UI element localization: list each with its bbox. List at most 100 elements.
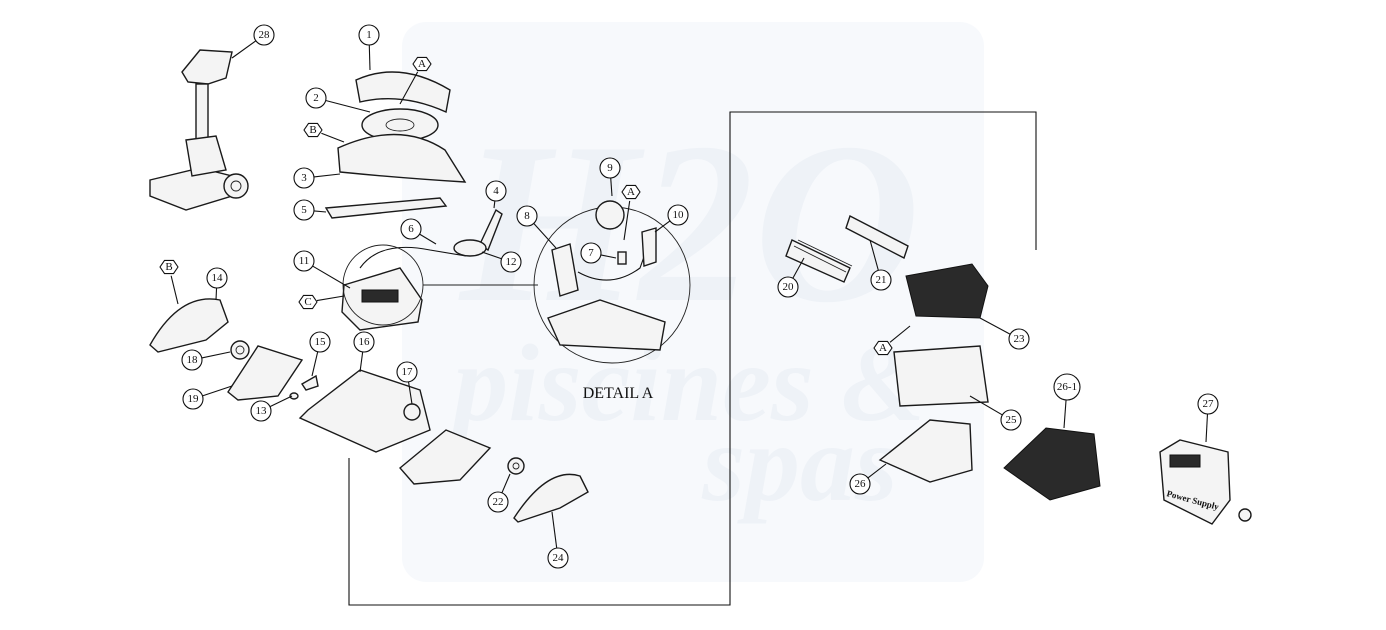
- detail-cable: [577, 239, 651, 281]
- caddy-handle: [181, 49, 233, 85]
- track-part-19: [227, 345, 304, 401]
- hex-letter: A: [627, 186, 635, 198]
- detail-screw-head: [595, 200, 625, 230]
- callout-c19: 19: [182, 388, 204, 410]
- caddy-frame: [185, 135, 227, 177]
- leader-line-c11: [312, 265, 351, 289]
- cable-part-6: [359, 246, 467, 269]
- callout-circle: [1053, 373, 1081, 401]
- callout-c12: 12: [500, 251, 522, 273]
- callout-number: 15: [315, 336, 327, 348]
- callout-circle: [182, 388, 204, 410]
- callout-circle: [870, 269, 892, 291]
- hex-shape: [298, 294, 318, 310]
- callout-circle: [353, 331, 375, 353]
- wheel-part-22: [507, 457, 525, 475]
- callout-circle: [580, 242, 602, 264]
- callout-number: 22: [493, 496, 504, 508]
- leader-line-c27: [1205, 413, 1209, 443]
- callout-c13: 13: [250, 400, 272, 422]
- callout-c23: 23: [1008, 328, 1030, 350]
- hex-shape: [873, 340, 893, 356]
- top-cover-part-3: [337, 133, 467, 183]
- callout-c7: 7: [580, 242, 602, 264]
- wheel-part-18: [230, 340, 250, 360]
- leader-line-c10: [654, 220, 671, 233]
- callout-c25: 25: [1000, 409, 1022, 431]
- top-cover-assembly: [324, 71, 467, 219]
- callout-circle: [358, 24, 380, 46]
- callout-c3: 3: [293, 167, 315, 189]
- callout-circle: [1000, 409, 1022, 431]
- leader-line-c23: [979, 317, 1011, 335]
- callout-number: 3: [301, 172, 307, 184]
- callout-number: 26-1: [1057, 381, 1077, 393]
- impeller-center: [385, 118, 415, 132]
- hex-leader-hB1: [321, 132, 345, 143]
- callout-number: 11: [299, 255, 310, 267]
- callout-number: 6: [408, 223, 414, 235]
- frame-lines: [348, 111, 1037, 606]
- leader-line-c13: [269, 395, 293, 408]
- leader-line-c18: [201, 351, 231, 359]
- leader-line-c20: [792, 257, 805, 279]
- leader-line-c16: [359, 351, 364, 373]
- hex-leader-hB2: [170, 275, 179, 305]
- callout-number: 9: [607, 162, 613, 174]
- leader-line-c2: [325, 99, 371, 113]
- hex-shape: [412, 56, 432, 72]
- hex-marker-hB2: B: [159, 259, 179, 275]
- leader-line-c3: [313, 173, 341, 178]
- filter-screen-part-23: [905, 263, 989, 319]
- side-cover-part-14: [149, 298, 229, 353]
- clip-part-15: [301, 374, 319, 391]
- callout-circle: [305, 87, 327, 109]
- watermark-panel: [402, 22, 984, 582]
- leader-line-c7: [600, 254, 617, 259]
- callout-c24: 24: [547, 547, 569, 569]
- detail-housing: [547, 299, 666, 351]
- callout-number: 24: [553, 552, 565, 564]
- motor-assembly: [341, 208, 538, 331]
- hex-leader-hA1: [399, 71, 419, 105]
- hex-letter: A: [418, 58, 426, 70]
- bracket-part-5: [324, 197, 448, 219]
- leader-line-c26: [867, 463, 887, 479]
- caddy-wheel: [223, 173, 249, 199]
- caddy-wheel-hub: [230, 180, 242, 192]
- callout-c18: 18: [181, 349, 203, 371]
- callout-number: 18: [187, 354, 199, 366]
- callout-circle: [396, 361, 418, 383]
- callout-c5: 5: [293, 199, 315, 221]
- callout-c20: 20: [777, 276, 799, 298]
- leader-line-c14: [215, 287, 218, 301]
- callout-circle: [309, 331, 331, 353]
- callout-c11: 11: [293, 250, 315, 272]
- callout-circle: [487, 491, 509, 513]
- callout-number: 4: [493, 185, 499, 197]
- caddy-cart: [149, 49, 249, 211]
- callout-c9: 9: [599, 157, 621, 179]
- leader-line-c12: [481, 251, 502, 260]
- callout-circle: [500, 251, 522, 273]
- hex-letter: A: [879, 342, 887, 354]
- hex-leader-hA2: [623, 200, 631, 241]
- detail-a: DETAIL A: [533, 200, 691, 402]
- gland-part-12: [453, 239, 487, 257]
- leader-lines: [170, 40, 1209, 549]
- callout-number: 28: [259, 29, 271, 41]
- callout-c6: 6: [400, 218, 422, 240]
- leader-line-c25: [969, 395, 1003, 416]
- hex-marker-hA2: A: [621, 184, 641, 200]
- detail-screw-part-7: [617, 251, 627, 265]
- hex-marker-hA1: A: [412, 56, 432, 72]
- callout-c15: 15: [309, 331, 331, 353]
- hex-shape: [303, 122, 323, 138]
- filter-part-26-1: [1003, 427, 1101, 501]
- leader-line-c19: [202, 385, 233, 397]
- callout-number: 26: [855, 478, 867, 490]
- hex-letter: B: [309, 124, 316, 136]
- callout-c17: 17: [396, 361, 418, 383]
